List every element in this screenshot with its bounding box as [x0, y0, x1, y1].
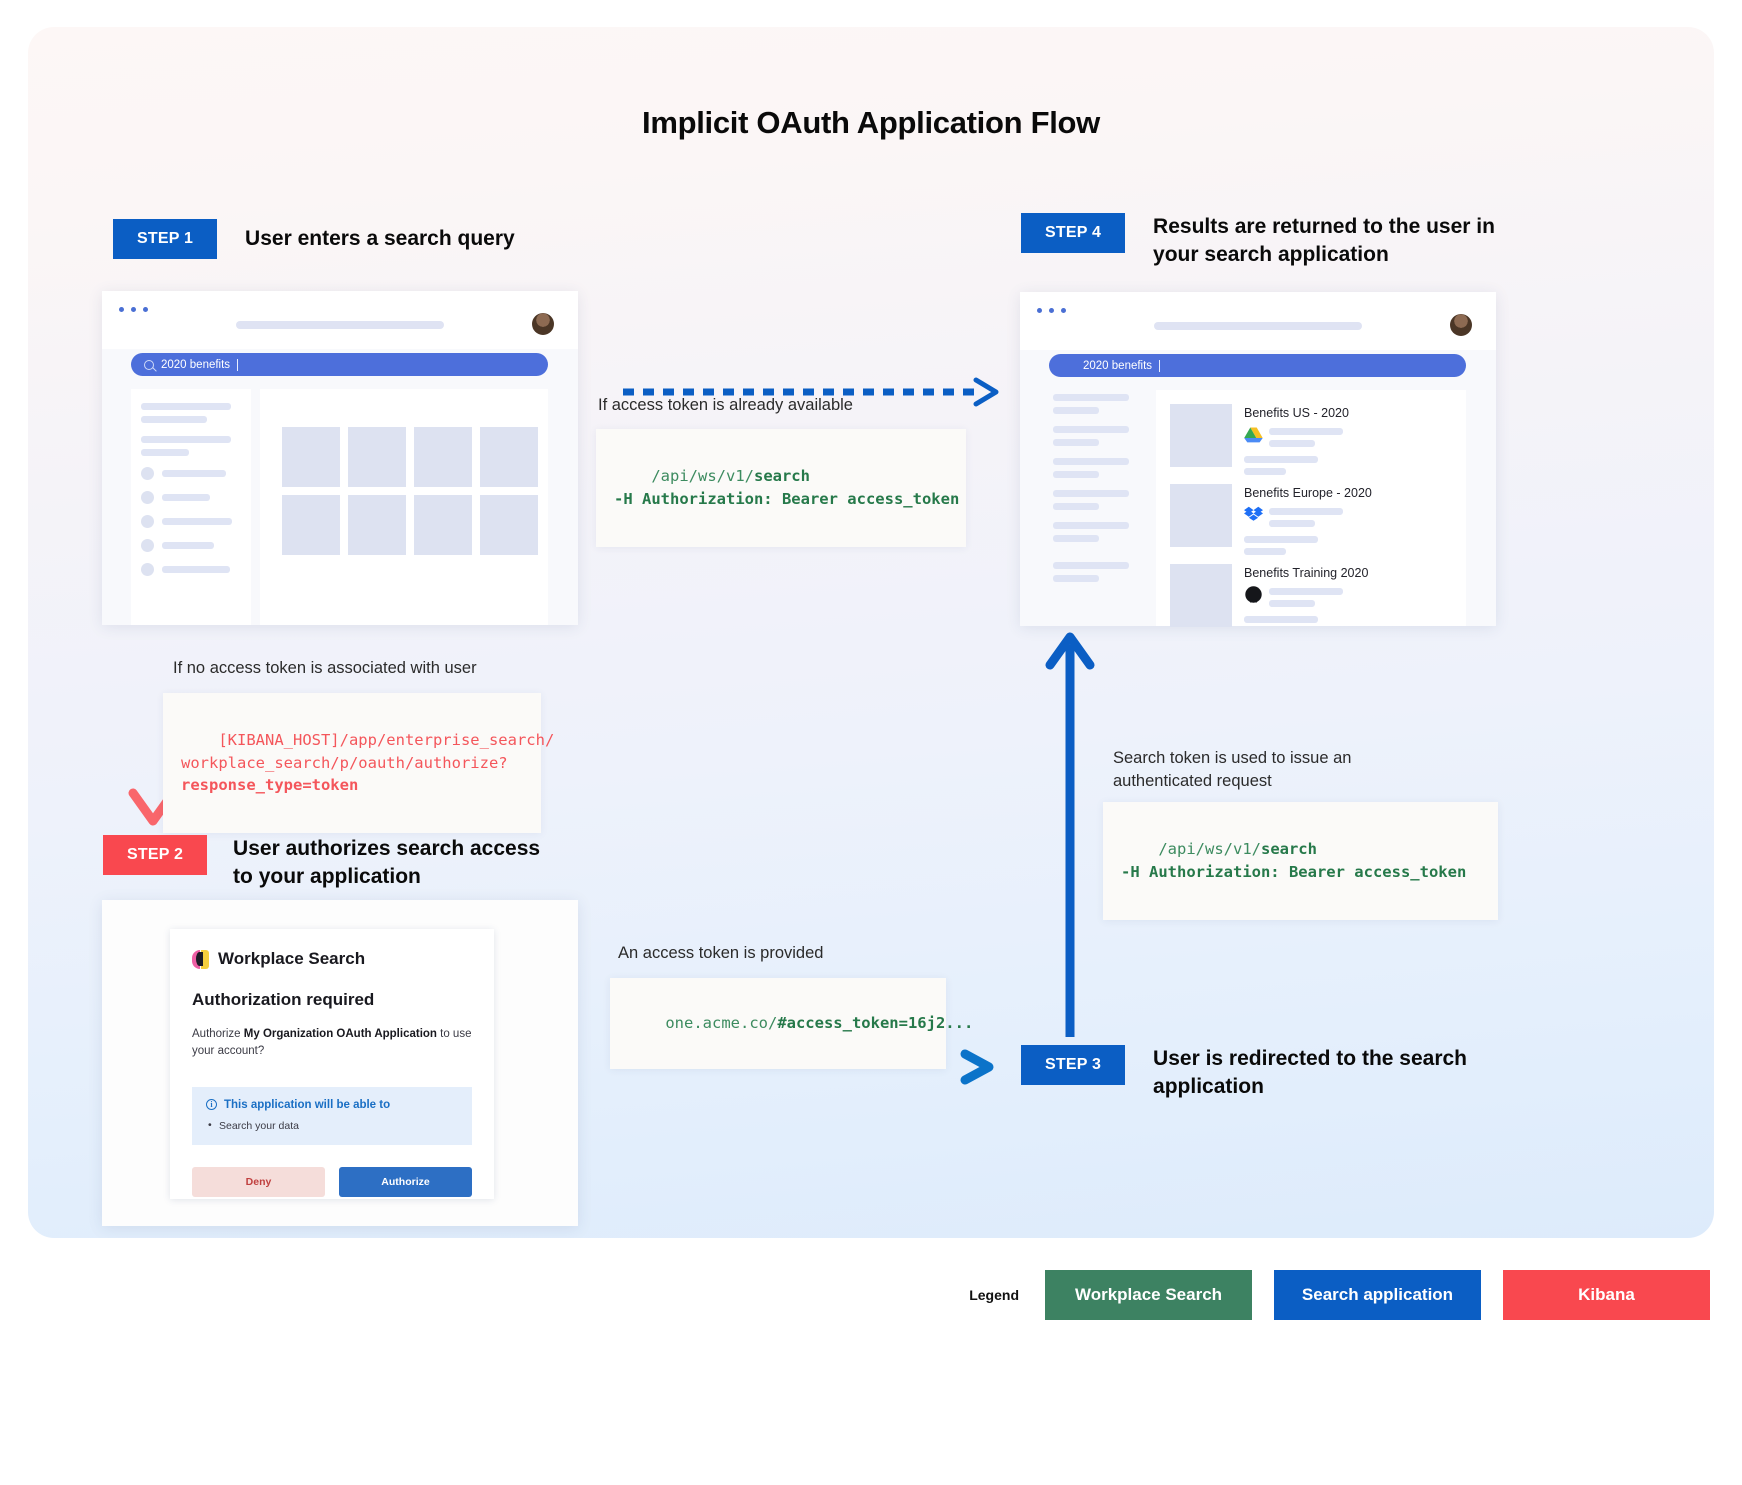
legend-chip-kibana: Kibana: [1503, 1270, 1710, 1320]
step4-header: STEP 4 Results are returned to the user …: [1021, 213, 1523, 269]
step2-heading: User authorizes search access to your ap…: [233, 837, 541, 888]
step1-badge: STEP 1: [113, 219, 218, 259]
legend-chip-search-application: Search application: [1274, 1270, 1481, 1320]
code-line2: -H Authorization: Bearer access_token: [614, 489, 960, 508]
result-thumbnail: [1170, 484, 1232, 547]
auth-dialog: Workplace Search Authorization required …: [170, 929, 494, 1199]
info-icon: i: [206, 1099, 217, 1110]
step1-header: STEP 1 User enters a search query: [113, 219, 515, 259]
result-title: Benefits US - 2020: [1244, 406, 1349, 420]
caption-search-token: Search token is used to issue an authent…: [1113, 749, 1352, 791]
authorize-button[interactable]: Authorize: [339, 1166, 472, 1197]
code-line1: [KIBANA_HOST]/app/enterprise_search/: [218, 731, 555, 750]
auth-dialog-frame: Workplace Search Authorization required …: [102, 900, 578, 1226]
page-title: Implicit OAuth Application Flow: [642, 105, 1100, 140]
code-line2: -H Authorization: Bearer access_token: [1121, 862, 1467, 881]
permissions-callout: i This application will be able to Searc…: [192, 1086, 472, 1145]
caption-access-token-provided: An access token is provided: [618, 944, 824, 962]
workplace-search-logo-icon: [192, 949, 209, 969]
results-grid: [260, 389, 548, 625]
result-title: Benefits Training 2020: [1244, 566, 1369, 580]
legend: Legend Workplace Search Search applicati…: [0, 1270, 1742, 1320]
caption-token-available: If access token is already available: [598, 396, 853, 414]
search-input[interactable]: 2020 benefits: [131, 353, 548, 376]
code-line3: response_type=token: [181, 776, 359, 795]
callout-title: This application will be able to: [224, 1098, 391, 1111]
arrow-token-available: [623, 377, 999, 407]
step4-heading: Results are returned to the user in your…: [1153, 215, 1495, 266]
auth-title: Authorization required: [192, 990, 375, 1009]
browser-mock-step1: 2020 benefits: [102, 291, 578, 625]
step2-header: STEP 2 User authorizes search access to …: [103, 835, 553, 891]
google-drive-icon: [1244, 427, 1263, 443]
brand-name: Workplace Search: [218, 949, 366, 968]
result-title: Benefits Europe - 2020: [1244, 486, 1372, 500]
search-query-text: 2020 benefits: [161, 358, 231, 371]
github-icon: [1245, 586, 1262, 603]
desc-suffix: to use your account?: [192, 1028, 472, 1058]
desc-app-name: My Organization OAuth Application: [243, 1028, 437, 1040]
legend-chip-workplace-search: Workplace Search: [1045, 1270, 1252, 1320]
auth-buttons: Deny Authorize: [192, 1166, 472, 1197]
code-no-token: [KIBANA_HOST]/app/enterprise_search/ wor…: [163, 693, 554, 834]
code-access-token: one.acme.co/#access_token=16j2...: [610, 978, 973, 1070]
browser-chrome: [102, 291, 578, 349]
callout-item: Search your data: [206, 1119, 458, 1132]
facet-panel: [1049, 390, 1148, 626]
search-icon: [144, 359, 154, 370]
browser-mock-step4: 2020 benefits: [1020, 292, 1496, 627]
search-input[interactable]: 2020 benefits: [1049, 354, 1466, 377]
desc-prefix: Authorize: [192, 1028, 244, 1040]
code-bold: search: [753, 467, 810, 486]
workplace-search-brand: Workplace Search: [192, 949, 472, 969]
window-dots-icon: [1037, 308, 1066, 313]
step3-heading: User is redirected to the search applica…: [1153, 1047, 1468, 1098]
code-line2: workplace_search/p/oauth/authorize?: [181, 753, 508, 772]
url-bar[interactable]: [236, 321, 444, 329]
code-path: /api/ws/v1/: [651, 467, 754, 486]
arrow-authenticated-request: [1045, 632, 1095, 1037]
browser-chrome: [1020, 292, 1496, 350]
step3-badge: STEP 3: [1021, 1045, 1126, 1085]
code-bold: search: [1260, 840, 1317, 859]
results-list: Benefits US - 2020 Benefits Europe - 202…: [1156, 390, 1466, 627]
avatar: [532, 313, 554, 335]
code-token-available: /api/ws/v1/search -H Authorization: Bear…: [596, 429, 966, 547]
step3-header: STEP 3 User is redirected to the search …: [1021, 1045, 1503, 1101]
avatar: [1450, 314, 1472, 336]
legend-label: Legend: [969, 1287, 1019, 1303]
dropbox-icon: [1244, 506, 1263, 521]
result-thumbnail: [1170, 404, 1232, 467]
window-dots-icon: [119, 307, 148, 312]
step1-heading: User enters a search query: [245, 227, 515, 251]
callout-title-row: i This application will be able to: [206, 1099, 458, 1111]
deny-button[interactable]: Deny: [192, 1166, 325, 1197]
step2-badge: STEP 2: [103, 835, 208, 875]
browser-body: 2020 benefits: [1020, 350, 1496, 627]
code-token: #access_token=16j2...: [777, 1014, 974, 1033]
auth-description: Authorize My Organization OAuth Applicat…: [192, 1026, 472, 1061]
caption-no-token: If no access token is associated with us…: [173, 659, 477, 677]
browser-body: 2020 benefits: [102, 349, 578, 625]
url-bar[interactable]: [1154, 322, 1362, 330]
search-query-text: 2020 benefits: [1083, 359, 1153, 372]
code-prefix: one.acme.co/: [665, 1014, 778, 1033]
diagram-panel: Implicit OAuth Application Flow STEP 1 U…: [28, 27, 1714, 1238]
facet-panel: [131, 389, 251, 625]
code-path: /api/ws/v1/: [1158, 840, 1261, 859]
step4-badge: STEP 4: [1021, 213, 1126, 253]
result-thumbnail: [1170, 564, 1232, 627]
code-search-token: /api/ws/v1/search -H Authorization: Bear…: [1103, 802, 1498, 920]
